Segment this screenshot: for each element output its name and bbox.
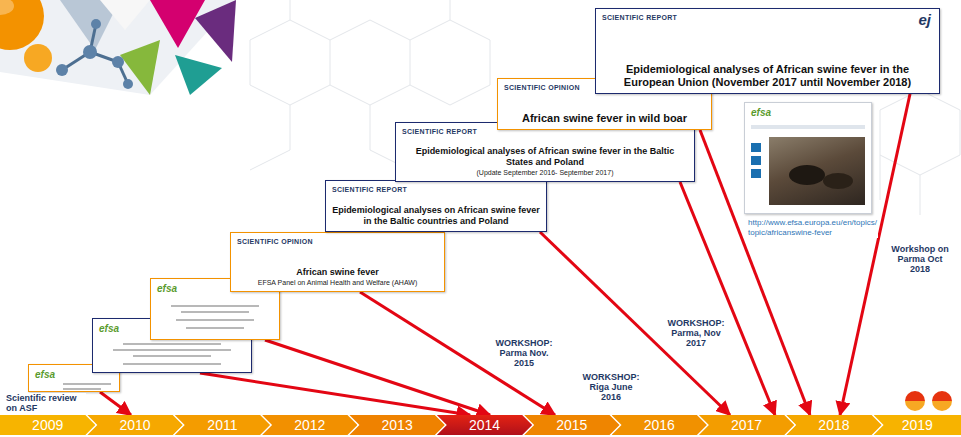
timeline-arrow	[540, 232, 730, 415]
text-placeholder	[63, 388, 101, 390]
year-label: 2010	[119, 415, 150, 435]
boar-shape	[789, 165, 825, 185]
text-placeholder	[181, 311, 249, 313]
report-type: SCIENTIFIC REPORT	[332, 185, 407, 194]
logo-text: efsa	[35, 369, 55, 381]
document-title: Epidemiological analyses of African swin…	[402, 146, 688, 168]
side-icon	[751, 169, 761, 178]
report-type: SCIENTIFIC OPINION	[504, 83, 580, 92]
workshop-label: WORKSHOP: Parma Nov. 2015	[493, 338, 555, 368]
year-chevron: 2014	[437, 415, 532, 435]
year-label: 2019	[902, 415, 933, 435]
atom	[83, 45, 97, 59]
document-title: Epidemiological analyses of African swin…	[602, 63, 933, 89]
timeline-arrow	[680, 182, 775, 415]
text-placeholder	[176, 319, 254, 321]
text-placeholder	[186, 327, 244, 329]
nav-bar	[751, 125, 865, 129]
year-label: 2017	[731, 415, 762, 435]
header-art	[0, 0, 236, 95]
year-chevron: 2012	[262, 415, 357, 435]
atom	[112, 56, 124, 68]
year-chevron: 2011	[175, 415, 270, 435]
workshop-label: WORKSHOP: Riga June 2016	[580, 372, 642, 402]
text-placeholder	[113, 349, 231, 351]
report-type: SCIENTIFIC REPORT	[402, 127, 477, 136]
document-thumbnail: SCIENTIFIC REPORT Epidemiological analyse…	[395, 122, 695, 182]
document-title: African swine fever	[237, 267, 438, 278]
year-label: 2016	[644, 415, 675, 435]
art-triangle	[175, 55, 222, 95]
year-chevron: 2010	[87, 415, 182, 435]
text-placeholder	[133, 355, 211, 357]
year-label: 2015	[556, 415, 587, 435]
molecule	[62, 24, 128, 84]
boar-shape	[823, 173, 853, 189]
text-placeholder	[123, 363, 221, 365]
web-page-thumbnail: efsa	[744, 102, 872, 214]
document-title: African swine fever in wild boar	[504, 112, 705, 125]
orange-fruit	[24, 44, 52, 72]
atom	[91, 19, 101, 29]
workshop-label: Workshop on Parma Oct 2018	[887, 244, 953, 274]
year-label: 2018	[818, 415, 849, 435]
logo-text: efsa	[157, 283, 177, 295]
journal-logo: ej	[918, 12, 931, 28]
document-thumbnail: SCIENTIFIC REPORT Epidemiological analyse…	[325, 180, 547, 232]
document-title: (Update September 2016- September 2017)	[402, 168, 688, 177]
year-chevron: 2016	[612, 415, 707, 435]
document-thumbnail: SCIENTIFIC REPORT ejEpidemiological analy…	[595, 8, 940, 94]
timeline-arrow	[100, 392, 131, 415]
logo-dot	[932, 391, 952, 411]
text-placeholder	[63, 383, 111, 385]
year-label: 2013	[382, 415, 413, 435]
fruit-highlight	[0, 0, 14, 15]
side-icon	[751, 156, 761, 165]
year-label: 2012	[294, 415, 325, 435]
timeline-arrow	[360, 292, 555, 415]
year-chevron: 2015	[524, 415, 619, 435]
workshop-label: WORKSHOP: Parma, Nov 2017	[664, 318, 728, 348]
year-chevron: 2009	[0, 415, 95, 435]
report-type: SCIENTIFIC OPINION	[237, 237, 313, 246]
orange-fruit	[0, 0, 44, 50]
art-triangle	[120, 40, 160, 95]
year-label: 2014	[469, 415, 500, 435]
document-title: EFSA Panel on Animal Health and Welfare …	[237, 278, 438, 287]
web-link: http://www.efsa.europa.eu/en/topics/topi…	[748, 218, 878, 238]
year-label: 2009	[32, 415, 63, 435]
logo-text: efsa	[751, 107, 771, 119]
logo-dot	[905, 391, 925, 411]
year-chevron: 2018	[786, 415, 881, 435]
document-title: Epidemiological analyses on African swin…	[332, 205, 540, 227]
year-chevron: 2019	[874, 415, 961, 435]
milestone-label: Scientific review on ASF	[6, 393, 86, 413]
art-triangle	[195, 0, 236, 62]
text-placeholder	[123, 343, 221, 345]
report-type: SCIENTIFIC REPORT	[602, 13, 677, 22]
hex-lines	[880, 90, 960, 215]
text-placeholder	[171, 305, 259, 307]
art-triangle	[100, 0, 150, 30]
logo-text: efsa	[99, 323, 119, 335]
year-chevron: 2013	[349, 415, 444, 435]
side-icon	[751, 143, 761, 152]
year-label: 2011	[207, 415, 237, 435]
year-chevron: 2017	[699, 415, 794, 435]
atom	[123, 79, 133, 89]
document-thumbnail: SCIENTIFIC OPINION African swine feverEFS…	[230, 232, 445, 292]
atom	[56, 64, 68, 76]
